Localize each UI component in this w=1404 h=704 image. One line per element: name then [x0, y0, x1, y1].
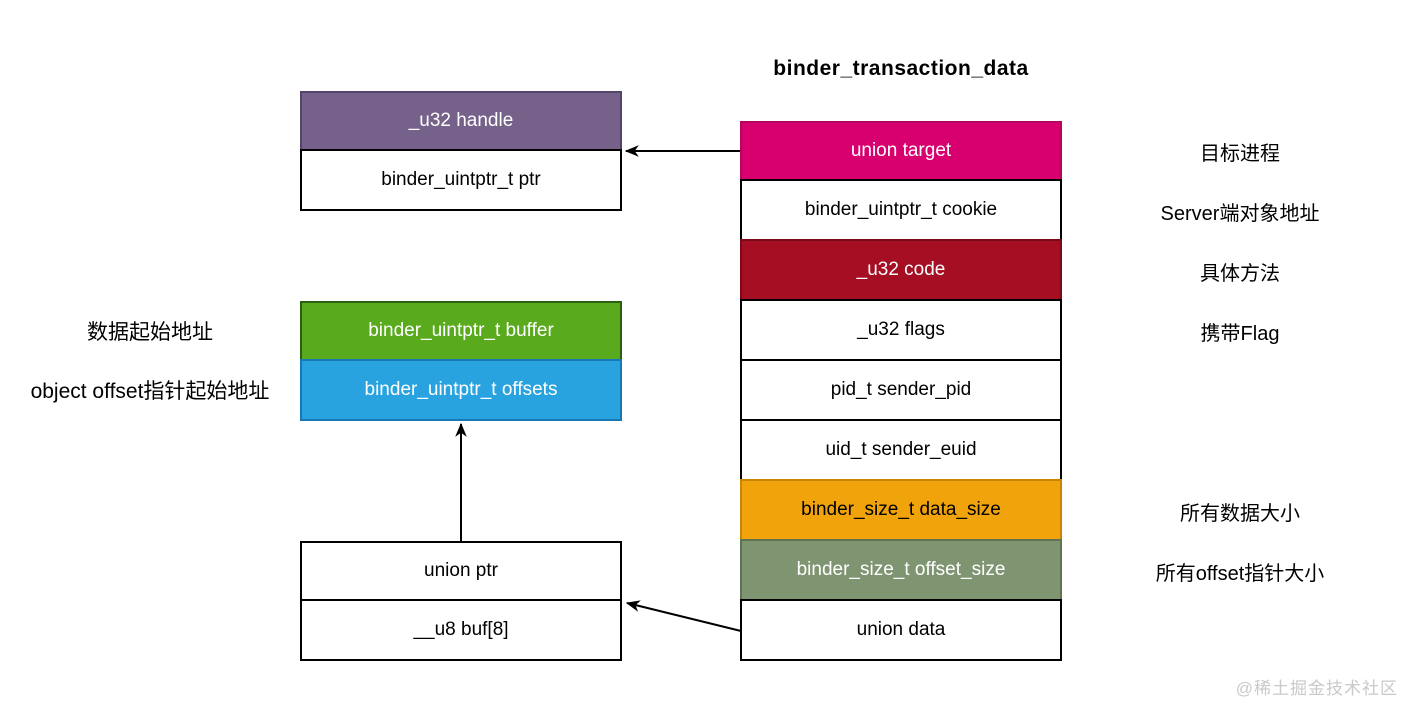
annotation-object-offset-start-address: object offset指针起始地址	[30, 379, 270, 403]
struct-row-data-size: binder_size_t data_size	[740, 479, 1062, 541]
buffer-box: binder_uintptr_t buffer binder_uintptr_t…	[300, 301, 622, 421]
watermark: @稀土掘金技术社区	[1235, 679, 1398, 698]
annotation-all-offset-size: 所有offset指针大小	[1155, 562, 1325, 585]
struct-row-flags: _u32 flags	[740, 299, 1062, 361]
struct-row-binder-uintptr-buffer: binder_uintptr_t buffer	[300, 301, 622, 361]
struct-row-union-target: union target	[740, 121, 1062, 181]
struct-row-binder-uintptr-ptr: binder_uintptr_t ptr	[300, 149, 622, 211]
arrow-data-to-buf	[625, 600, 742, 632]
annotation-all-data-size: 所有数据大小	[1180, 502, 1300, 525]
struct-row-sender-euid: uid_t sender_euid	[740, 419, 1062, 481]
handle-box: _u32 handle binder_uintptr_t ptr	[300, 91, 622, 211]
struct-row-union-ptr: union ptr	[300, 541, 622, 601]
struct-row-u8-buf: __u8 buf[8]	[300, 599, 622, 661]
struct-row-offset-size: binder_size_t offset_size	[740, 539, 1062, 601]
struct-row-union-data: union data	[740, 599, 1062, 661]
struct-row-u32-handle: _u32 handle	[300, 91, 622, 151]
annotation-server-object-address: Server端对象地址	[1160, 202, 1320, 225]
struct-row-sender-pid: pid_t sender_pid	[740, 359, 1062, 421]
binder-transaction-data-struct: union target binder_uintptr_t cookie _u3…	[740, 121, 1062, 661]
struct-row-cookie: binder_uintptr_t cookie	[740, 179, 1062, 241]
annotation-data-start-address: 数据起始地址	[87, 321, 213, 344]
annotation-concrete-method: 具体方法	[1200, 262, 1280, 285]
annotation-target-process: 目标进程	[1200, 142, 1280, 165]
annotation-carry-flag: 携带Flag	[1200, 322, 1280, 345]
diagram-title: binder_transaction_data	[773, 57, 1029, 80]
struct-row-code: _u32 code	[740, 239, 1062, 301]
struct-row-binder-uintptr-offsets: binder_uintptr_t offsets	[300, 359, 622, 421]
ptr-box: union ptr __u8 buf[8]	[300, 541, 622, 661]
